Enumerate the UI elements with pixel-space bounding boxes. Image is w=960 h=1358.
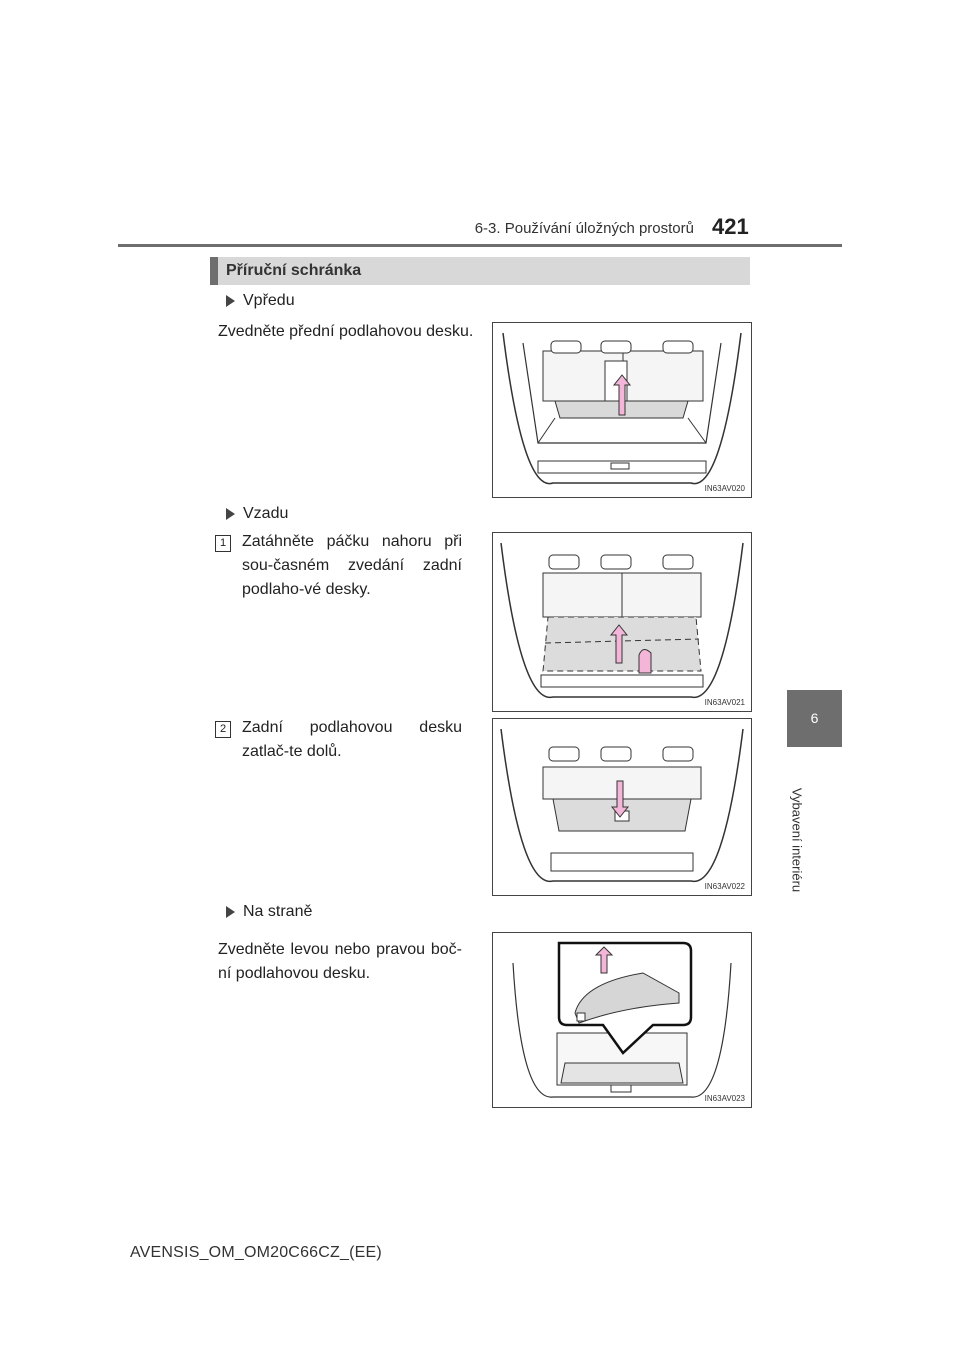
figure-code: IN63AV020 xyxy=(704,484,745,493)
figure-rear-step1: IN63AV021 xyxy=(492,532,752,712)
chapter-tab: 6 xyxy=(787,690,842,747)
trunk-rear-push-illustration xyxy=(500,728,744,883)
figure-front: IN63AV020 xyxy=(492,322,752,498)
trunk-front-illustration xyxy=(502,332,742,485)
header-rule xyxy=(118,244,842,247)
instruction-rear-step2: Zadní podlahovou desku zatlač-te dolů. xyxy=(242,719,462,760)
instruction-front: Zvedněte přední podlahovou desku. xyxy=(218,323,474,340)
running-header-section: 6-3. Používání úložných prostorů xyxy=(474,220,694,237)
trunk-rear-lift-illustration xyxy=(500,542,744,699)
figure-side: IN63AV023 xyxy=(492,932,752,1108)
section-heading-bar xyxy=(210,257,218,285)
section-heading-bg xyxy=(210,257,750,285)
subheading-rear-text: Vzadu xyxy=(243,505,289,522)
bullet-triangle-icon xyxy=(226,294,235,307)
step-number-1: 1 xyxy=(215,535,231,552)
trunk-side-board-illustration xyxy=(512,941,732,1098)
figure-code: IN63AV022 xyxy=(704,882,745,891)
bullet-triangle-icon xyxy=(226,905,235,918)
figure-rear-step2: IN63AV022 xyxy=(492,718,752,896)
subheading-front-text: Vpředu xyxy=(243,292,295,309)
bullet-triangle-icon xyxy=(226,507,235,520)
subheading-side-text: Na straně xyxy=(243,903,313,920)
instruction-rear-step1: Zatáhněte páčku nahoru při sou-časném zv… xyxy=(242,533,462,598)
figure-code: IN63AV021 xyxy=(704,698,745,707)
chapter-side-title: Vybavení interiéru xyxy=(777,770,817,910)
subheading-front: Vpředu xyxy=(226,292,295,310)
subheading-side: Na straně xyxy=(226,903,312,921)
chapter-side-title-text: Vybavení interiéru xyxy=(789,787,805,893)
document-code: AVENSIS_OM_OM20C66CZ_(EE) xyxy=(130,1244,382,1261)
step-number-2: 2 xyxy=(215,721,231,738)
instruction-side: Zvedněte levou nebo pravou boč-ní podlah… xyxy=(218,941,462,982)
figure-code: IN63AV023 xyxy=(704,1094,745,1103)
section-title: Příruční schránka xyxy=(226,262,362,279)
subheading-rear: Vzadu xyxy=(226,505,288,523)
page-number: 421 xyxy=(712,214,749,239)
